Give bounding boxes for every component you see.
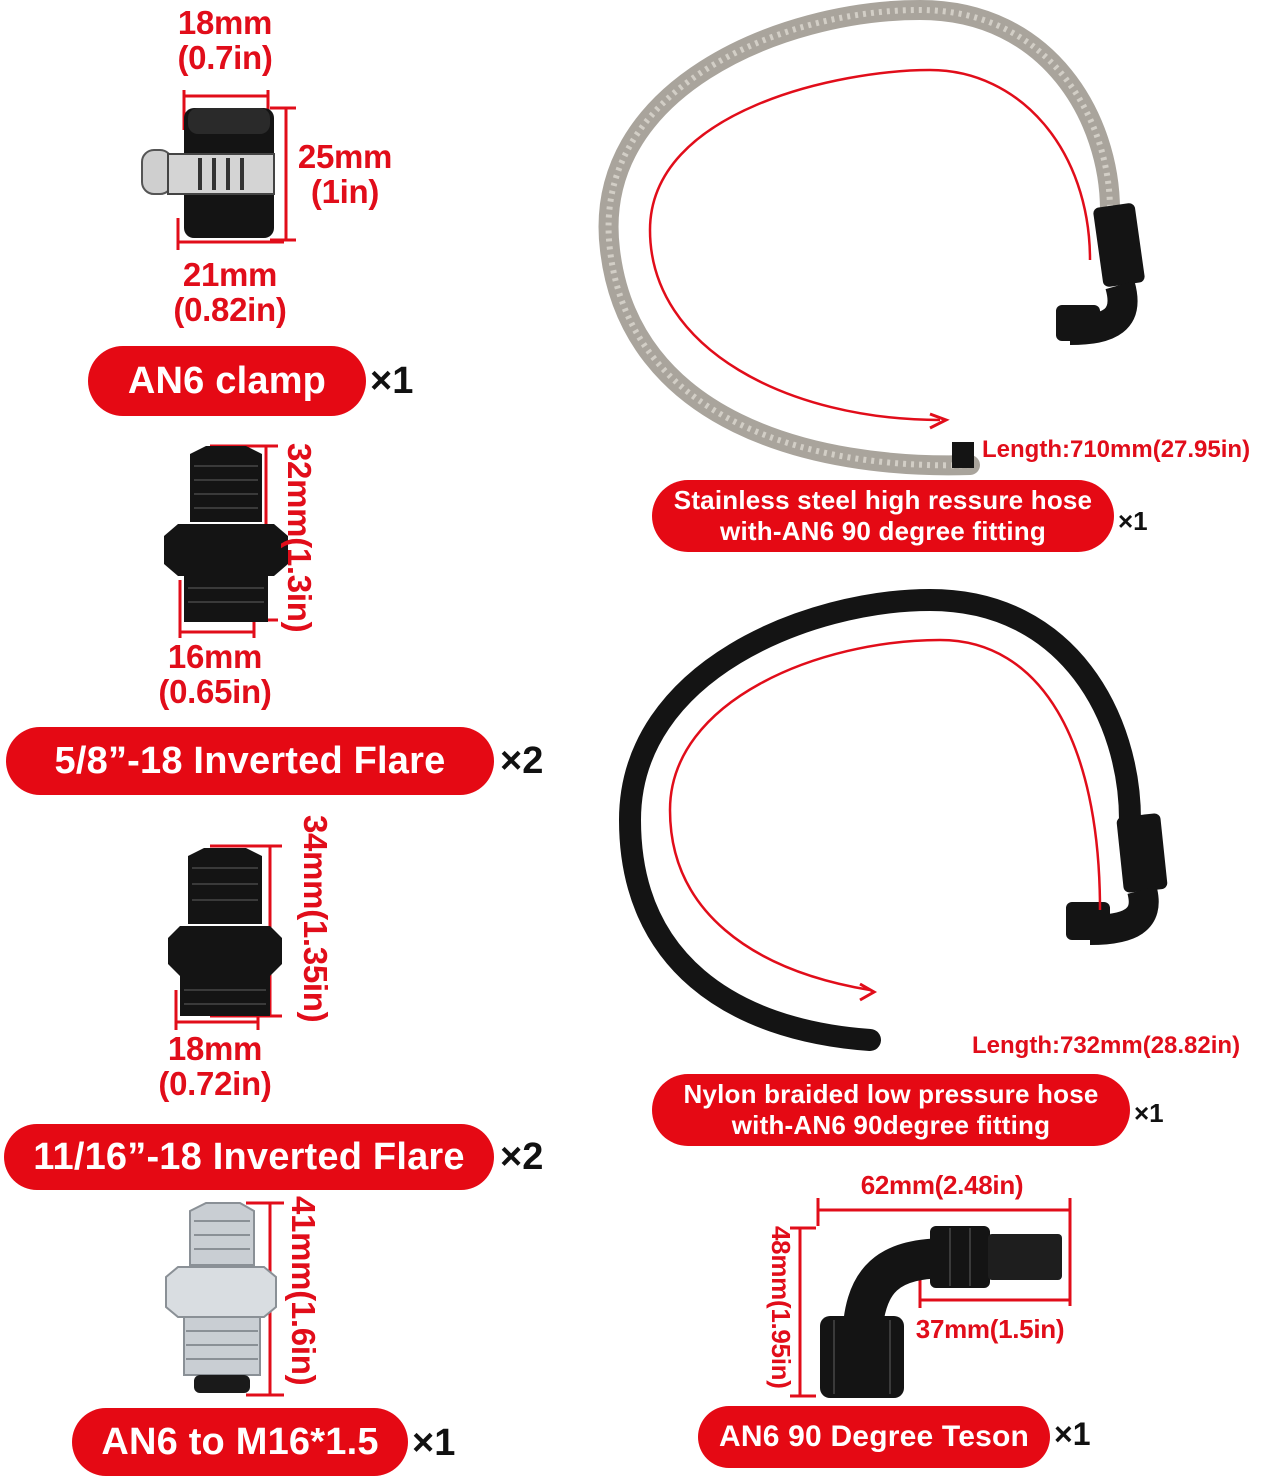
- clamp-width-top-label: 18mm (0.7in): [177, 4, 273, 76]
- teson-width-label: 62mm(2.48in): [860, 1170, 1024, 1200]
- flare-58-width-label: 16mm (0.65in): [158, 638, 272, 710]
- clamp-label-pill: AN6 clamp: [88, 346, 366, 416]
- flare-58-illustration: [164, 444, 288, 638]
- flare-1116-label-pill: 11/16”-18 Inverted Flare: [4, 1124, 494, 1190]
- nylon-hose-label-pill: Nylon braided low pressure hose with-AN6…: [652, 1074, 1130, 1146]
- teson-qty: ×1: [1054, 1416, 1091, 1452]
- nylon-hose-length: Length:732mm(28.82in): [972, 1032, 1241, 1059]
- clamp-height-label: 25mm (1in): [297, 138, 393, 210]
- an6-m16-illustration: [165, 1201, 284, 1397]
- steel-hose-illustration: [598, 0, 1145, 476]
- an6-m16-qty: ×1: [412, 1422, 456, 1464]
- steel-hose-length: Length:710mm(27.95in): [982, 436, 1251, 463]
- teson-illustration: [790, 1198, 1072, 1398]
- teson-height-label: 48mm(1.95in): [766, 1226, 796, 1389]
- flare-58-qty: ×2: [500, 740, 544, 782]
- clamp-illustration: [141, 90, 296, 250]
- clamp-width-bottom-label: 21mm (0.82in): [173, 256, 287, 328]
- flare-58-height-label: 32mm(1.3in): [281, 443, 318, 633]
- nylon-hose-illustration: [618, 588, 1168, 1051]
- flare-1116-illustration: [168, 844, 282, 1030]
- an6-m16-label-pill: AN6 to M16*1.5: [72, 1408, 408, 1476]
- flare-1116-width-label: 18mm (0.72in): [158, 1030, 272, 1102]
- nylon-hose-qty: ×1: [1134, 1098, 1164, 1128]
- steel-hose-qty: ×1: [1118, 506, 1148, 536]
- clamp-qty: ×1: [370, 360, 414, 402]
- flare-58-label-pill: 5/8”-18 Inverted Flare: [6, 727, 494, 795]
- steel-hose-label-pill: Stainless steel high ressure hose with-A…: [652, 480, 1114, 552]
- an6-m16-height-label: 41mm(1.6in): [285, 1196, 322, 1386]
- teson-label-pill: AN6 90 Degree Teson: [698, 1406, 1050, 1468]
- flare-1116-qty: ×2: [500, 1136, 544, 1178]
- teson-inner-label: 37mm(1.5in): [915, 1314, 1065, 1344]
- flare-1116-height-label: 34mm(1.35in): [297, 815, 334, 1023]
